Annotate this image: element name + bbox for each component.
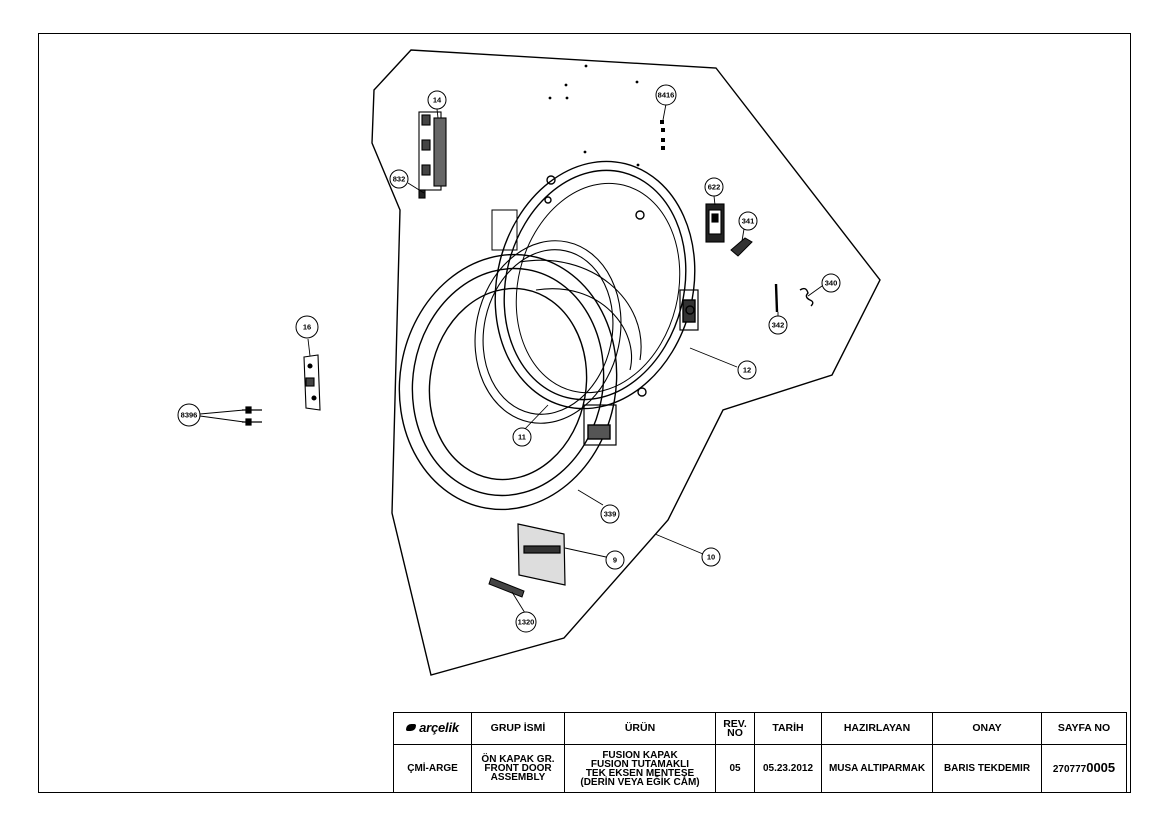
revision-number: 05 <box>715 744 755 793</box>
department: ÇMİ-ARGE <box>393 744 472 793</box>
header-date: TARİH <box>754 712 822 745</box>
brand-name: arçelik <box>419 720 459 735</box>
svg-text:11: 11 <box>518 433 526 442</box>
svg-text:1320: 1320 <box>518 618 535 627</box>
leader-lines <box>199 103 823 614</box>
small-fasteners <box>548 64 665 167</box>
page-number: 2707770005 <box>1041 744 1127 793</box>
callouts: 8416 14 832 622 341 340 342 16 12 8396 1… <box>177 84 841 633</box>
callout-341: 341 <box>738 211 758 231</box>
screws-part <box>242 406 262 426</box>
brand-mark-icon <box>406 724 417 731</box>
callout-11: 11 <box>512 427 532 447</box>
spring-part <box>799 287 814 307</box>
header-page: SAYFA NO <box>1041 712 1127 745</box>
callout-16: 16 <box>295 315 319 339</box>
title-block: arçelik GRUP İSMİ ÜRÜN REV. NO TARİH HAZ… <box>393 712 1127 793</box>
handle-cover-part <box>488 577 525 598</box>
header-group: GRUP İSMİ <box>471 712 565 745</box>
callout-8416: 8416 <box>655 84 677 106</box>
approved-by: BARIS TEKDEMIR <box>932 744 1042 793</box>
assembly-outline <box>371 49 881 676</box>
callout-14: 14 <box>427 90 447 110</box>
drawing-frame <box>38 33 1131 793</box>
header-rev: REV. NO <box>715 712 755 745</box>
door-frame-part <box>491 160 699 410</box>
svg-text:832: 832 <box>393 175 406 184</box>
svg-text:339: 339 <box>604 510 617 519</box>
front-ring-part <box>398 253 618 511</box>
hinge-part <box>418 111 447 199</box>
pin-part <box>774 283 779 313</box>
callout-8396: 8396 <box>177 403 201 427</box>
svg-text:12: 12 <box>743 366 751 375</box>
svg-text:14: 14 <box>433 96 442 105</box>
product-name: FUSION KAPAK FUSION TUTAMAKLI TEK EKSEN … <box>564 744 716 793</box>
prepared-by: MUSA ALTIPARMAK <box>821 744 933 793</box>
hinge-plate-part <box>303 354 321 411</box>
header-approval: ONAY <box>932 712 1042 745</box>
svg-text:340: 340 <box>825 279 838 288</box>
svg-text:10: 10 <box>707 553 715 562</box>
callout-340: 340 <box>821 273 841 293</box>
callout-9: 9 <box>605 550 625 570</box>
svg-text:8416: 8416 <box>658 91 675 100</box>
header-product: ÜRÜN <box>564 712 716 745</box>
drawing-date: 05.23.2012 <box>754 744 822 793</box>
callout-1320: 1320 <box>515 611 537 633</box>
callout-12: 12 <box>737 360 757 380</box>
brand-logo: arçelik <box>393 712 472 745</box>
group-name: ÖN KAPAK GR. FRONT DOOR ASSEMBLY <box>471 744 565 793</box>
callout-339: 339 <box>600 504 620 524</box>
svg-text:341: 341 <box>742 217 755 226</box>
callout-10: 10 <box>701 547 721 567</box>
callout-832: 832 <box>389 169 409 189</box>
svg-text:9: 9 <box>613 556 617 565</box>
lock-part <box>705 203 725 243</box>
svg-text:622: 622 <box>708 183 721 192</box>
header-prepared: HAZIRLAYAN <box>821 712 933 745</box>
handle-part <box>517 523 566 586</box>
svg-text:342: 342 <box>772 321 785 330</box>
callout-342: 342 <box>768 315 788 335</box>
svg-text:8396: 8396 <box>181 411 198 420</box>
svg-text:16: 16 <box>303 323 311 332</box>
callout-622: 622 <box>704 177 724 197</box>
catch-part <box>730 237 753 257</box>
